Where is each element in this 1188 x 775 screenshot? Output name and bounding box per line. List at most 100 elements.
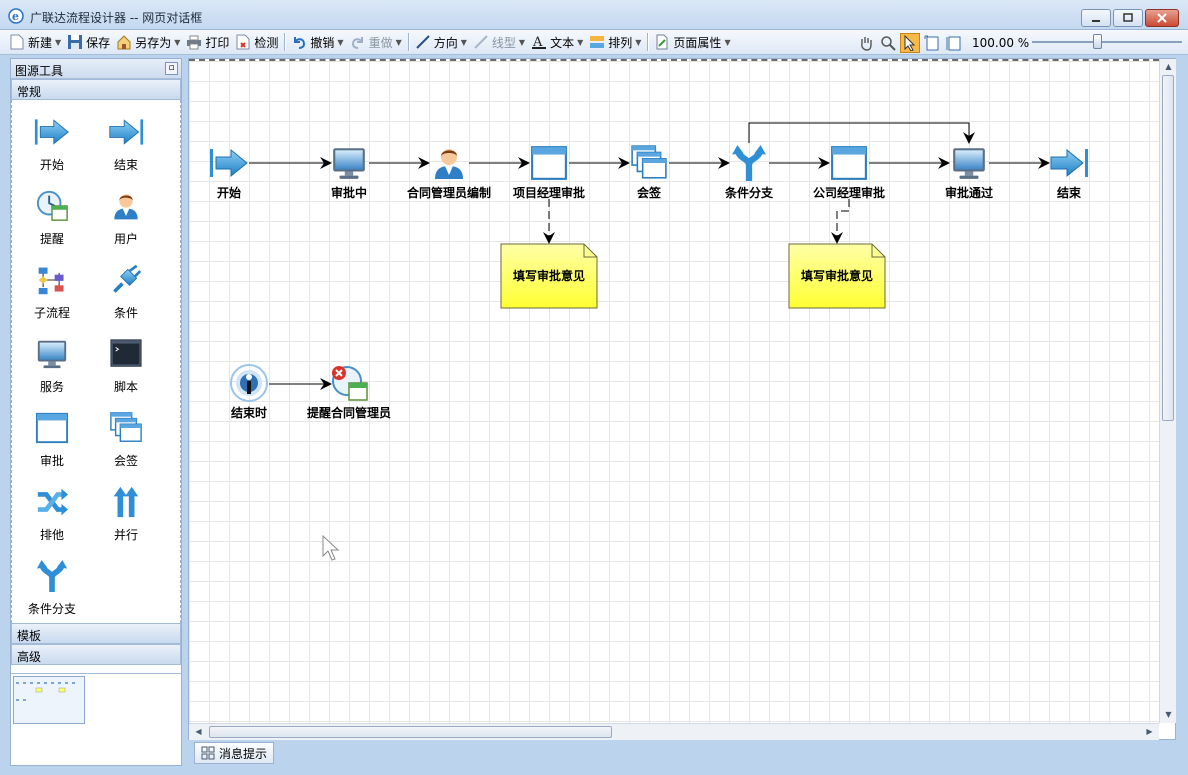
fit-page-button[interactable]: [922, 33, 942, 53]
arrange-icon: [590, 36, 605, 48]
palette-item-condition-branch[interactable]: 条件分支: [15, 558, 89, 617]
node-reviewing[interactable]: 审批中: [299, 143, 399, 201]
save-as-button[interactable]: 另存为▼: [113, 31, 183, 53]
text-button-label: 文本: [550, 35, 575, 50]
line-style-button[interactable]: 线型▼: [470, 31, 528, 53]
scroll-down-icon[interactable]: ▼: [1165, 710, 1172, 719]
scroll-up-icon[interactable]: ▲: [1165, 62, 1172, 71]
collapse-button[interactable]: ▫: [165, 62, 178, 75]
node-condition-branch[interactable]: 条件分支: [699, 143, 799, 201]
toolbar-separator: [284, 33, 286, 51]
minimap-preview: [16, 682, 75, 701]
category-advanced[interactable]: 高级: [11, 644, 181, 665]
zoom-slider-thumb[interactable]: [1092, 34, 1102, 49]
overview-minimap[interactable]: [11, 673, 181, 765]
palette-item-parallel[interactable]: 并行: [89, 484, 163, 543]
node-pm-approval[interactable]: 项目经理审批: [499, 143, 599, 201]
note-text: 填写审批意见: [512, 269, 585, 283]
new-file-icon: [10, 34, 24, 50]
palette-item-service[interactable]: 服务: [15, 336, 89, 395]
undo-button[interactable]: 撤销▼: [288, 31, 346, 53]
category-template[interactable]: 模板: [11, 623, 181, 644]
pan-tool-button[interactable]: [856, 33, 876, 53]
approval-icon: [530, 144, 568, 182]
fit-width-button[interactable]: [944, 33, 964, 53]
zoom-tool-button[interactable]: [878, 33, 898, 53]
node-label: 审批通过: [944, 186, 993, 200]
minimap-viewport[interactable]: [13, 676, 85, 724]
fit-width-icon: [946, 36, 961, 50]
text-button[interactable]: A 文本▼: [532, 35, 584, 50]
palette-item-countersign[interactable]: 会签: [89, 410, 163, 469]
node-approved[interactable]: 审批通过: [919, 143, 1019, 201]
node-label: 合同管理员编制: [406, 186, 491, 200]
page-properties-button[interactable]: 页面属性▼: [651, 31, 733, 53]
palette-item-exclusive[interactable]: 排他: [15, 484, 89, 543]
end-icon: [1049, 147, 1089, 179]
close-icon: [1157, 13, 1167, 23]
connector-branch-to-approved[interactable]: [748, 122, 975, 144]
node-countersign[interactable]: 会签: [599, 143, 699, 201]
scroll-left-icon[interactable]: ◀: [195, 727, 202, 736]
new-button[interactable]: 新建▼: [6, 31, 64, 53]
message-tab[interactable]: 消息提示: [194, 742, 275, 764]
palette-item-condition[interactable]: 条件: [89, 262, 163, 321]
exclusive-icon: [35, 485, 69, 519]
node-label: 公司经理审批: [812, 186, 885, 200]
maximize-button[interactable]: [1113, 9, 1143, 27]
vertical-scrollbar[interactable]: ▲ ▼: [1159, 59, 1176, 723]
note-pm-comment[interactable]: 填写审批意见: [500, 243, 598, 309]
reminder-icon: [35, 189, 69, 223]
horizontal-scrollbar[interactable]: ◀ ▶: [189, 723, 1159, 740]
palette-item-label: 结束: [113, 158, 138, 172]
main-toolbar: 新建▼ 保存 另存为▼ 打印 检测 撤销▼ 重做▼ 方向▼ 线型▼ A 文本▼ …: [0, 30, 1188, 55]
grid-icon: [201, 746, 215, 760]
palette-item-approval[interactable]: 审批: [15, 410, 89, 469]
close-button[interactable]: [1145, 9, 1179, 27]
node-label: 提醒合同管理员: [306, 406, 391, 420]
palette-item-script[interactable]: 脚本: [89, 336, 163, 395]
zoom-slider-track[interactable]: [1032, 41, 1182, 43]
node-end-event[interactable]: 结束时: [199, 363, 299, 421]
check-button-label: 检测: [254, 35, 279, 50]
new-button-label: 新建: [28, 35, 53, 50]
node-end[interactable]: 结束: [1019, 143, 1119, 201]
magnifier-icon: [881, 35, 896, 51]
palette-item-user[interactable]: 用户: [89, 188, 163, 247]
palette-item-reminder[interactable]: 提醒: [15, 188, 89, 247]
node-contract-admin-compile[interactable]: 合同管理员编制: [399, 143, 499, 201]
minimize-button[interactable]: [1081, 9, 1111, 27]
approval-icon: [830, 144, 868, 182]
node-gm-approval[interactable]: 公司经理审批: [799, 143, 899, 201]
direction-button[interactable]: 方向▼: [412, 31, 470, 53]
redo-button[interactable]: 重做▼: [347, 31, 405, 53]
select-tool-button[interactable]: [900, 32, 920, 53]
condition-branch-icon: [730, 144, 768, 182]
save-button[interactable]: 保存: [64, 31, 113, 53]
window-title: 广联达流程设计器 -- 网页对话框: [30, 11, 203, 25]
palette-item-start[interactable]: 开始: [15, 114, 89, 173]
check-button[interactable]: 检测: [232, 31, 281, 53]
vertical-scroll-thumb[interactable]: [1162, 75, 1174, 421]
design-canvas[interactable]: 开始 审批中 合同管理员编制 项目经理审批 会签 条件分支 公司经理审批 审批: [189, 59, 1159, 723]
redo-button-label: 重做: [368, 35, 393, 50]
view-tools: 100.00 %: [856, 30, 1029, 55]
message-tab-label: 消息提示: [219, 746, 268, 761]
service-icon: [950, 144, 988, 182]
palette-items: 开始 结束 提醒 用户 子流程 条件 服务 脚本: [11, 100, 181, 623]
note-link-gm[interactable]: [831, 199, 850, 244]
note-gm-comment[interactable]: 填写审批意见: [788, 243, 886, 309]
category-general[interactable]: 常规: [11, 79, 181, 100]
fit-page-icon: [924, 35, 939, 50]
node-remind-contract-admin[interactable]: 提醒合同管理员: [299, 363, 399, 421]
scroll-right-icon[interactable]: ▶: [1146, 727, 1153, 736]
arrange-button[interactable]: 排列▼: [586, 31, 644, 53]
print-button[interactable]: 打印: [183, 31, 232, 53]
palette-item-label: 子流程: [33, 306, 70, 320]
note-text: 填写审批意见: [800, 269, 873, 283]
condition-icon: [110, 264, 142, 296]
palette-item-end[interactable]: 结束: [89, 114, 163, 173]
horizontal-scroll-thumb[interactable]: [209, 726, 612, 738]
node-start[interactable]: 开始: [189, 143, 279, 201]
palette-item-subprocess[interactable]: 子流程: [15, 262, 89, 321]
